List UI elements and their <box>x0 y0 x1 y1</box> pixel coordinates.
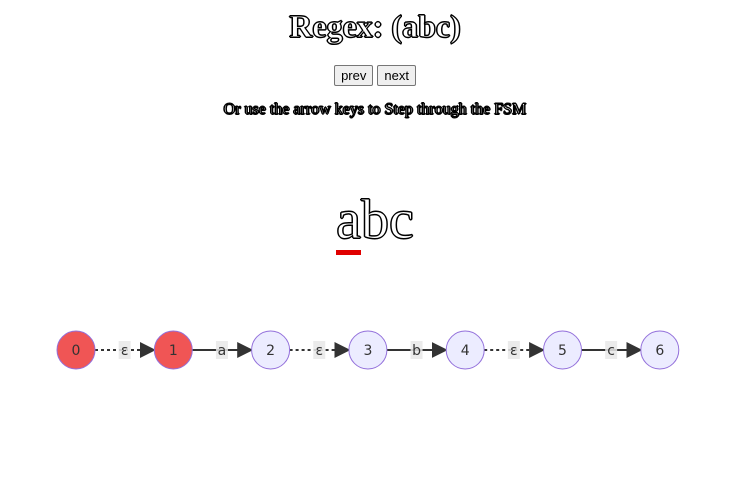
fsm-transition: ε <box>95 341 156 359</box>
transition-label: ε <box>510 343 518 359</box>
instructions-text: Or use the arrow keys to Step through th… <box>223 101 527 119</box>
fsm-state-6: 6 <box>640 330 680 370</box>
fsm-nodes: 0 1 2 3 4 5 6 <box>56 330 680 370</box>
fsm-diagram: ε a ε b ε c 0 1 2 3 4 5 6 <box>56 330 680 370</box>
state-circle <box>348 330 388 370</box>
fsm-transition: ε <box>289 341 351 359</box>
state-label: 5 <box>558 343 567 359</box>
input-string: abc <box>0 185 750 255</box>
transition-label: b <box>412 343 421 359</box>
fsm-state-1: 1 <box>153 330 193 370</box>
input-char: a <box>336 185 361 255</box>
transition-label-bg <box>313 341 326 359</box>
fsm-state-4: 4 <box>445 330 485 370</box>
transition-label-bg <box>410 341 423 359</box>
fsm-transition: c <box>581 341 643 359</box>
state-circle <box>640 330 680 370</box>
transition-label-bg <box>215 341 228 359</box>
transition-label: c <box>607 343 615 359</box>
next-button[interactable]: next <box>377 65 416 86</box>
state-label: 3 <box>363 343 372 359</box>
page-title: Regex: (abc) <box>289 8 461 45</box>
fsm-state-0: 0 <box>56 330 96 370</box>
transition-label: ε <box>121 343 129 359</box>
state-circle <box>543 330 582 370</box>
state-circle <box>56 330 96 370</box>
transition-label: ε <box>315 343 323 359</box>
state-label: 4 <box>461 343 470 359</box>
state-circle <box>445 330 485 370</box>
input-char: c <box>389 189 415 252</box>
prev-button[interactable]: prev <box>334 65 374 86</box>
input-char: b <box>361 189 390 252</box>
step-controls: prev next <box>0 65 750 86</box>
fsm-transition: a <box>192 341 254 359</box>
fsm-state-3: 3 <box>348 330 388 370</box>
transition-label: a <box>218 343 227 359</box>
transition-label-bg <box>507 341 520 359</box>
fsm-state-2: 2 <box>251 330 291 370</box>
transition-label-bg <box>118 341 131 359</box>
state-circle <box>251 330 291 370</box>
fsm-state-5: 5 <box>543 330 582 370</box>
fsm-transition: b <box>386 341 448 359</box>
fsm-transition: ε <box>484 341 546 359</box>
state-label: 1 <box>169 343 178 359</box>
state-circle <box>153 330 193 370</box>
transition-label-bg <box>605 341 618 359</box>
state-label: 0 <box>72 343 81 359</box>
state-label: 6 <box>655 343 664 359</box>
state-label: 2 <box>266 343 275 359</box>
